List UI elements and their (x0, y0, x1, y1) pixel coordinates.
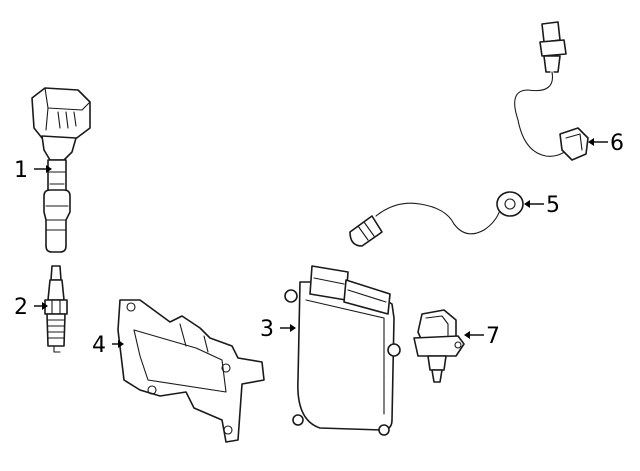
engine-control-module[interactable] (284, 265, 401, 436)
callout-leaders (34, 138, 608, 348)
callout-3: 3 (260, 317, 274, 342)
knock-sensor[interactable] (349, 191, 524, 247)
spark-plug[interactable] (44, 265, 68, 353)
callout-7: 7 (486, 324, 500, 349)
oxygen-sensor[interactable] (513, 21, 589, 161)
callout-4: 4 (92, 333, 106, 358)
camshaft-position-sensor[interactable] (413, 309, 465, 383)
mounting-bracket[interactable] (117, 299, 265, 443)
callout-1: 1 (14, 158, 28, 183)
callout-5: 5 (546, 193, 560, 218)
callout-2: 2 (14, 295, 28, 320)
callout-6: 6 (610, 131, 624, 156)
ignition-coil[interactable] (31, 87, 91, 253)
